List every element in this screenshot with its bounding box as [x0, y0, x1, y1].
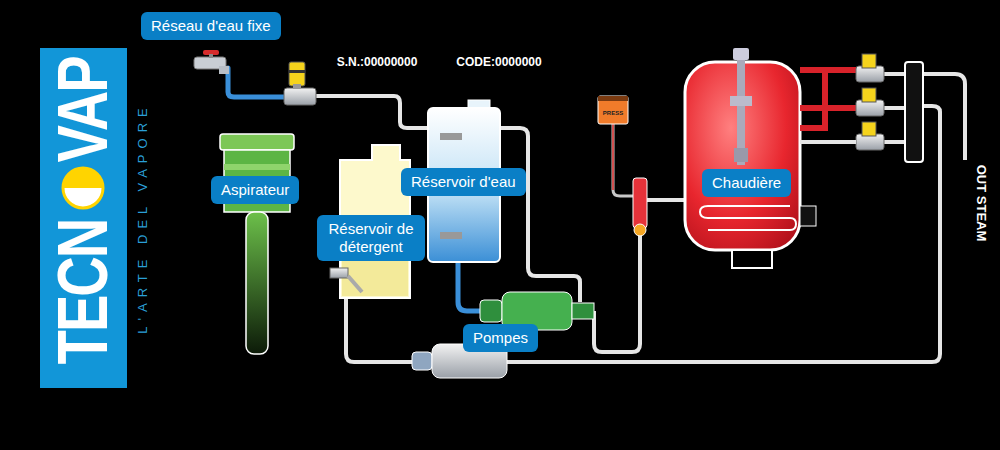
aspirator — [224, 164, 290, 170]
green-pump — [480, 300, 502, 322]
pressure-switch — [612, 124, 614, 190]
pressure-switch — [598, 96, 628, 124]
solenoid-valve — [289, 70, 305, 73]
pressure-switch — [598, 96, 628, 101]
logo-panel — [40, 48, 127, 388]
steam-valves — [862, 122, 876, 136]
pipe — [882, 106, 905, 110]
steam-pipe-red — [800, 105, 858, 111]
steam-pipe-red — [800, 70, 825, 128]
callout-text: Pompes — [473, 329, 528, 347]
callout-label: Réservoir de détergent — [317, 215, 425, 261]
steam-valves — [800, 140, 856, 144]
detergent-tank — [330, 268, 348, 278]
manifold — [905, 62, 923, 162]
callout-text: Réservoir de détergent — [323, 220, 419, 256]
pressure-switch — [598, 96, 633, 196]
product-code: CODE:0000000 — [456, 56, 541, 68]
aspirator — [246, 212, 268, 354]
logo-text: VAP — [48, 58, 118, 163]
gauge-label: PRESS — [603, 110, 623, 116]
callout-text: Réseau d'eau fixe — [151, 17, 271, 35]
logo-panel — [63, 168, 103, 208]
callout-label: Pompes — [463, 324, 538, 352]
boiler-fitting — [634, 224, 646, 236]
solenoid-valve — [289, 62, 305, 86]
water-pipe-blue — [458, 262, 482, 311]
boiler — [732, 250, 772, 268]
pipe — [346, 292, 414, 362]
logo-slogan: L'ARTE DEL VAPORE — [136, 102, 149, 333]
boiler — [800, 206, 816, 226]
callout-text: Chaudière — [712, 174, 781, 192]
solenoid-valve — [284, 62, 316, 105]
aspirator — [220, 134, 294, 150]
boiler — [700, 206, 796, 230]
water-tank — [440, 232, 462, 239]
boiler — [685, 48, 816, 268]
grey-pump — [412, 352, 432, 370]
callout-text: Réservoir d'eau — [411, 173, 516, 191]
detergent-tank — [348, 276, 362, 292]
callout-label: Aspirateur — [211, 176, 299, 204]
water-tank — [440, 133, 462, 140]
pipe — [500, 128, 580, 302]
steam-pipe-red — [800, 70, 858, 128]
callout-label: Chaudière — [702, 169, 791, 197]
logo-panel — [40, 48, 127, 388]
logo-text: TECN — [48, 220, 118, 364]
steam-valves — [862, 54, 876, 68]
pipe — [923, 74, 965, 160]
callout-label: Réservoir d'eau — [401, 168, 526, 196]
logo-panel — [63, 168, 103, 208]
boiler — [734, 148, 748, 162]
tap — [209, 54, 213, 58]
water-pipe-blue — [228, 68, 288, 97]
steam-valves — [862, 88, 876, 102]
pipe — [315, 74, 965, 362]
aspirator — [220, 134, 294, 354]
solenoid-valve — [293, 84, 301, 89]
boiler — [730, 96, 752, 106]
pipe — [882, 140, 905, 144]
boiler — [737, 50, 745, 165]
solenoid-valve — [284, 88, 316, 105]
serial-number: S.N.:00000000 — [337, 56, 418, 68]
callout-label: Réseau d'eau fixe — [141, 12, 281, 40]
steam-pipe-red — [800, 67, 858, 73]
tap — [219, 66, 229, 74]
boiler — [733, 48, 749, 60]
callout-text: Aspirateur — [221, 181, 289, 199]
steam-valves — [800, 54, 884, 150]
pipe — [882, 72, 905, 76]
green-pump — [572, 303, 594, 319]
outlet-label: OUT STEAM — [975, 165, 988, 242]
boiler-fitting — [633, 178, 686, 236]
pressure-switch — [613, 124, 633, 196]
boiler-fitting — [633, 178, 647, 228]
logo-panel — [63, 168, 103, 188]
pipe — [315, 96, 430, 128]
tap — [194, 50, 229, 74]
manifold — [905, 62, 923, 162]
pipe — [594, 232, 640, 352]
boiler-fitting — [647, 198, 686, 202]
